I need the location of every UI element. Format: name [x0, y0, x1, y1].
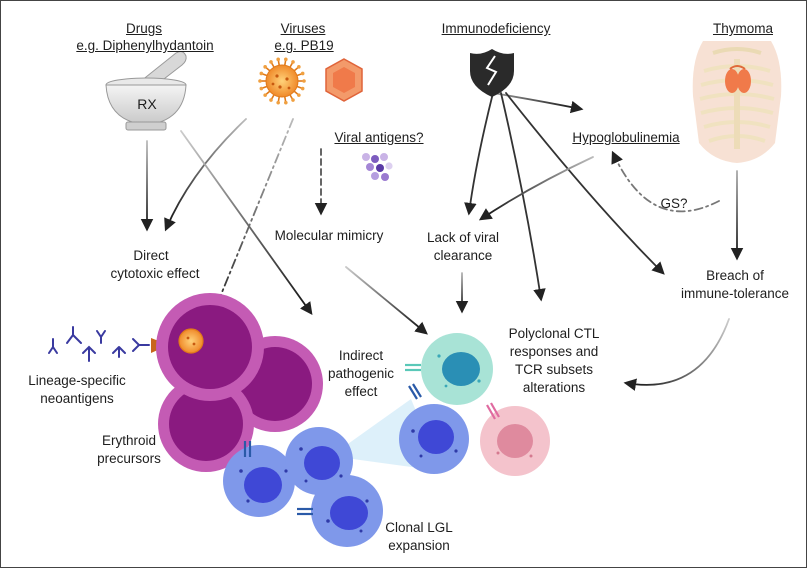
- gs-label: GS?: [660, 196, 688, 211]
- arrow-immuno-to-hypo: [492, 92, 584, 114]
- hypoglobulinemia-label: Hypoglobulinemia: [572, 130, 680, 145]
- lack-viral-line2: clearance: [433, 248, 493, 263]
- virus-spike-tip: [263, 65, 267, 69]
- indirect-line3: effect: [344, 384, 378, 399]
- virus-spike-tip: [276, 100, 280, 105]
- viral-antigens-label: Viral antigens?: [334, 130, 424, 145]
- arrow-immuno-to-lack: [464, 92, 494, 216]
- viral-antigens-icon: [362, 153, 393, 181]
- mortar-pestle-icon: [105, 51, 187, 131]
- arrow-immuno-to-polyclonal: [500, 92, 546, 302]
- virus-spike-tip: [300, 71, 305, 76]
- breach-line2: immune-tolerance: [680, 286, 790, 301]
- virus-spike-tip: [300, 86, 305, 91]
- erythroid-line1: Erythroid: [101, 433, 157, 448]
- arrow-mimicry-to-teal: [345, 266, 428, 335]
- viruses-example: e.g. PB19: [274, 38, 334, 53]
- polyclonal-line3: TCR subsets: [514, 362, 594, 377]
- drugs-title: Drugs: [125, 21, 162, 36]
- erythroid-line2: precursors: [97, 451, 161, 466]
- erythroid-precursor-cells: [156, 293, 323, 472]
- arrow-immuno-to-breach: [505, 92, 665, 275]
- polyclonal-line4: alterations: [522, 380, 586, 395]
- virus-spike-tip: [276, 57, 280, 62]
- clonal-lgl-cells: [223, 383, 469, 547]
- neoantigens-line1: Lineage-specific: [28, 373, 126, 388]
- virus-spike-tip: [291, 60, 295, 64]
- virus-spike-tip: [284, 57, 288, 62]
- virus-spike-tip: [259, 86, 264, 91]
- arrow-viruses-dashdot-to-cell: [208, 118, 294, 322]
- drugs-example: e.g. Diphenylhydantoin: [76, 38, 214, 53]
- arrow-gs-to-hypo: [611, 150, 720, 213]
- virus-spike-tip: [297, 93, 301, 97]
- indirect-line2: pathogenic: [327, 366, 395, 381]
- arrow-breach-to-polyclonal: [623, 318, 730, 391]
- breach-line1: Breach of: [706, 268, 764, 283]
- virus-hexagon-icon: [325, 58, 363, 102]
- mortar-rx-label: RX: [137, 96, 157, 112]
- clonal-lgl-line1: Clonal LGL: [385, 520, 453, 535]
- polyclonal-line2: responses and: [509, 344, 599, 359]
- virus-spike-tip: [269, 98, 273, 102]
- virus-spike-tip: [258, 79, 262, 83]
- arrow-drugs-to-lgl: [180, 130, 313, 316]
- arrow-viruses-to-direct: [164, 118, 247, 232]
- arrow-hypo-to-lack: [478, 156, 594, 221]
- antibodies-icon: [48, 326, 150, 362]
- neoantigens-line2: neoantigens: [40, 391, 114, 406]
- direct-effect-line1: Direct: [133, 248, 169, 263]
- virus-spike-tip: [297, 65, 301, 69]
- thymoma-title: Thymoma: [712, 21, 773, 36]
- virus-spike-tip: [259, 71, 264, 76]
- virus-sphere-icon: [258, 57, 306, 105]
- thymoma-torso-icon: [692, 41, 782, 163]
- virus-spike-tip: [302, 79, 306, 83]
- viruses-title: Viruses: [280, 21, 326, 36]
- indirect-line1: Indirect: [338, 348, 384, 363]
- polyclonal-ctl-teal-cell: [405, 333, 493, 405]
- lack-viral-line1: Lack of viral: [426, 230, 500, 245]
- broken-shield-icon: [470, 49, 514, 97]
- virus-spike-tip: [284, 100, 288, 105]
- virus-spike-tip: [291, 98, 295, 102]
- polyclonal-ctl-pink-cell: [480, 402, 550, 476]
- clonal-lgl-line2: expansion: [388, 538, 450, 553]
- virus-spike-tip: [263, 93, 267, 97]
- polyclonal-line1: Polyclonal CTL: [508, 326, 600, 341]
- arrows: [140, 92, 744, 391]
- molecular-mimicry-label: Molecular mimicry: [274, 228, 384, 243]
- immunodeficiency-title: Immunodeficiency: [441, 21, 551, 36]
- direct-effect-line2: cytotoxic effect: [110, 266, 200, 281]
- virus-spike-tip: [269, 60, 273, 64]
